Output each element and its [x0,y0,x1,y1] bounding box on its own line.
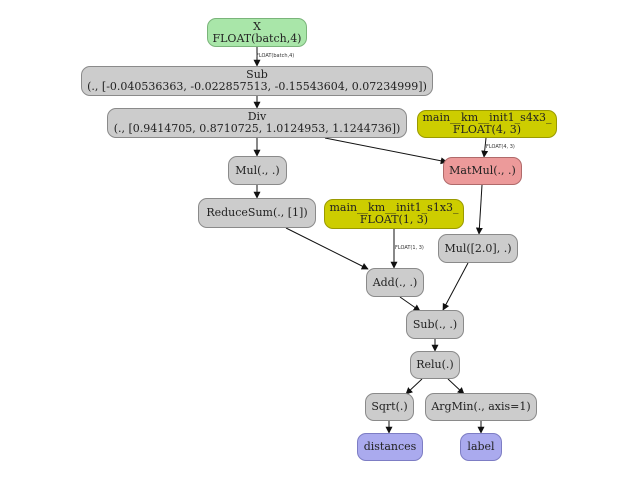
node-sub-op: Sub [246,68,268,81]
node-div[interactable]: Div (., [0.9414705, 0.8710725, 1.0124953… [107,108,407,138]
edge-label-s4x3-matmul: FLOAT(4, 3) [486,144,515,150]
node-argmin[interactable]: ArgMin(., axis=1) [425,393,537,421]
node-reducesum[interactable]: ReduceSum(., [1]) [198,198,316,228]
node-sub-2-op: Sub(., .) [412,317,458,331]
edge-label-s1x3-add: FLOAT(1, 3) [395,245,424,251]
node-initializer-s4x3-type: FLOAT(4, 3) [452,123,522,136]
edge-relu-argmin [447,378,465,395]
node-reducesum-op: ReduceSum(., [1]) [206,206,308,219]
node-mul-scalar[interactable]: Mul([2.0], .) [438,234,518,263]
edge-reducesum-add [285,227,369,270]
edge-add-sub2 [399,296,421,312]
node-mul-scalar-op: Mul([2.0], .) [444,241,512,255]
node-div-op: Div [247,110,267,123]
node-output-label[interactable]: label [460,433,502,461]
node-initializer-s1x3[interactable]: main__km__init1_s1x3_ FLOAT(1, 3) [324,199,464,229]
edge-label-x-sub: FLOAT(batch,4) [256,53,295,59]
edge-div-matmul [324,137,448,165]
edge-matmul-mul2 [475,184,483,235]
node-output-label-name: label [467,440,495,453]
node-sub[interactable]: Sub (., [-0.040536363, -0.022857513, -0.… [81,66,433,96]
node-div-args: (., [0.9414705, 0.8710725, 1.0124953, 1.… [113,122,401,135]
edge-relu-sqrt [405,378,423,395]
node-initializer-s1x3-type: FLOAT(1, 3) [359,213,429,226]
node-matmul-op: MatMul(., .) [449,164,516,177]
node-relu-op: Relu(.) [416,358,454,371]
node-mul-op: Mul(., .) [235,163,280,177]
node-sqrt[interactable]: Sqrt(.) [365,393,414,421]
edge-s4x3-matmul [481,137,489,158]
node-output-distances-name: distances [363,440,417,453]
node-mul[interactable]: Mul(., .) [228,156,287,185]
node-argmin-op: ArgMin(., axis=1) [431,400,531,413]
node-add[interactable]: Add(., .) [366,268,424,297]
node-sub-args: (., [-0.040536363, -0.022857513, -0.1554… [87,80,427,93]
node-input-x-name: X [253,19,261,33]
node-initializer-s4x3[interactable]: main__km__init1_s4x3_ FLOAT(4, 3) [417,110,557,138]
node-output-distances[interactable]: distances [357,433,423,461]
edge-mul2-sub2 [442,262,469,311]
node-input-x-type: FLOAT(batch,4) [212,31,302,45]
node-input-x[interactable]: X FLOAT(batch,4) [207,18,307,47]
node-initializer-s1x3-name: main__km__init1_s1x3_ [329,201,459,214]
node-sqrt-op: Sqrt(.) [371,400,408,413]
node-add-op: Add(., .) [372,275,418,289]
node-sub-2[interactable]: Sub(., .) [406,310,464,339]
node-matmul[interactable]: MatMul(., .) [443,157,522,185]
node-relu[interactable]: Relu(.) [410,351,460,379]
node-initializer-s4x3-name: main__km__init1_s4x3_ [422,111,552,124]
